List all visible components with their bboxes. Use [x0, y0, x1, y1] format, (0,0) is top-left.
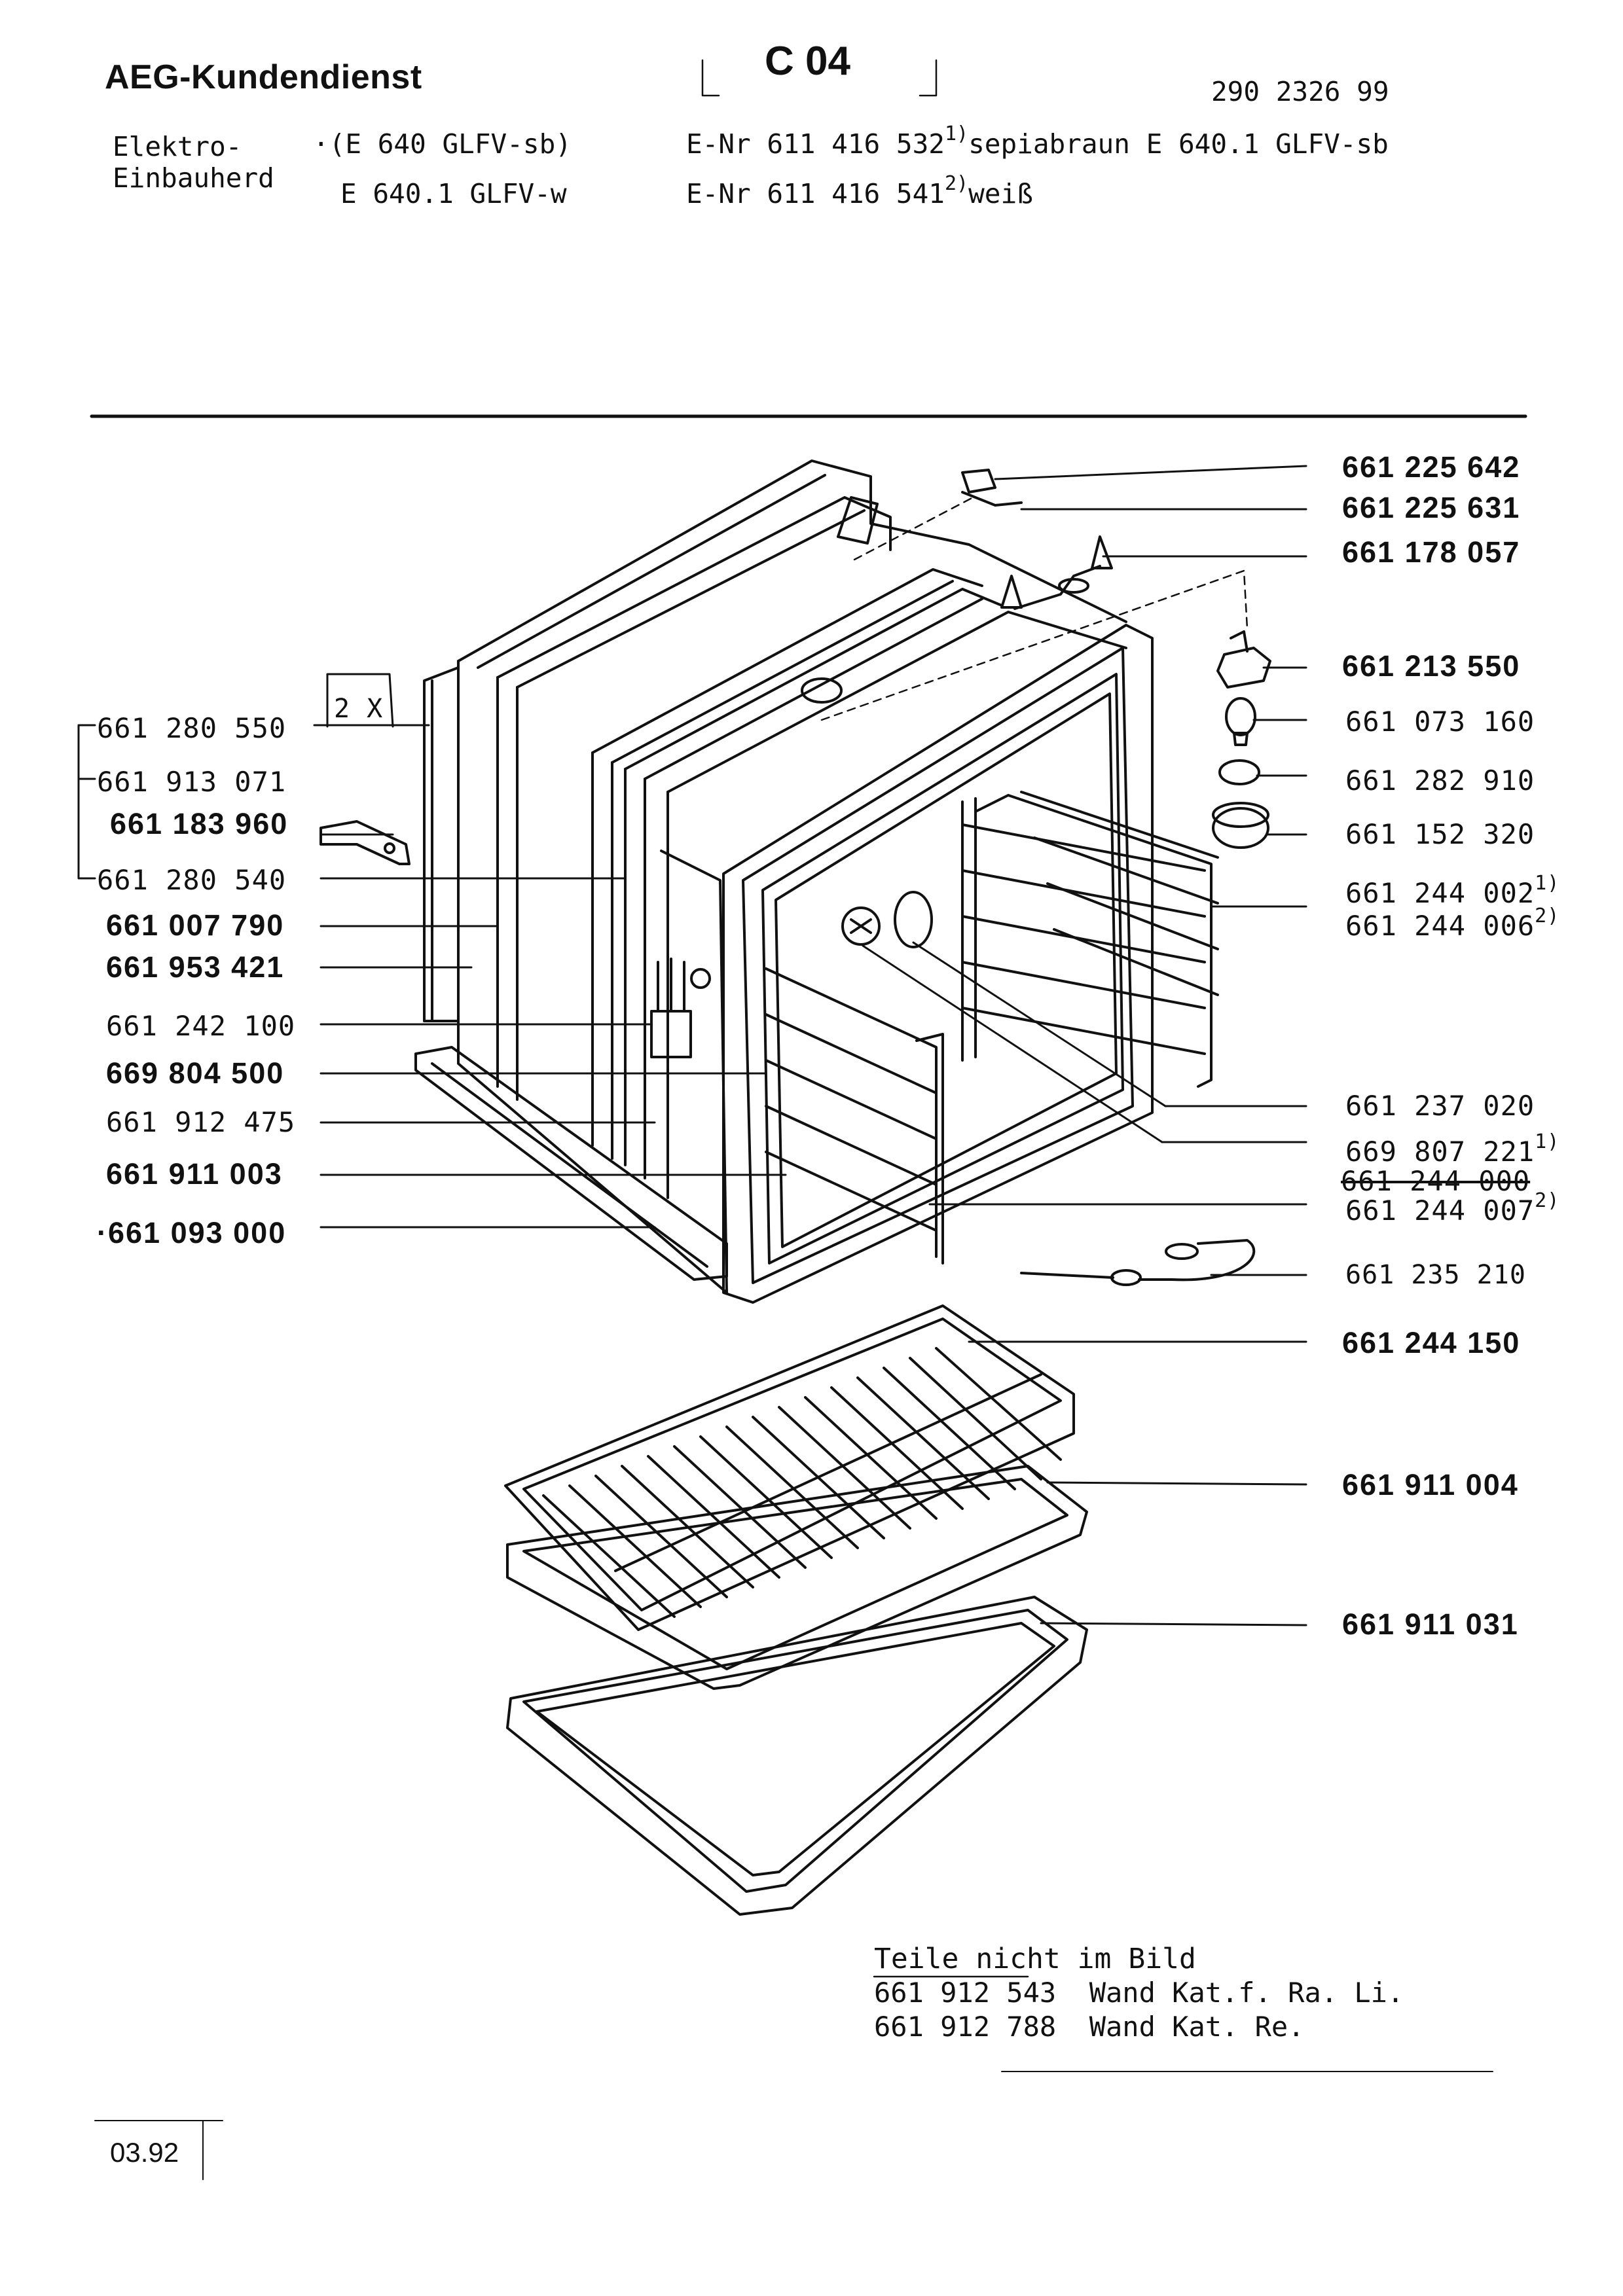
- part-number-left-8: 669 804 500: [106, 1056, 285, 1090]
- not-shown-title: Teile nicht im Bild: [874, 1943, 1196, 1975]
- part-number-right-1: 661 225 642: [1342, 450, 1521, 484]
- product-type-line2: Einbauherd: [113, 162, 274, 194]
- part-number-right-15: 661 911 031: [1342, 1607, 1519, 1641]
- part-number-right-10-text: 669 807 221: [1345, 1136, 1535, 1168]
- part-number-right-8a-footnote: 1): [1535, 872, 1560, 895]
- not-shown-row-1-part: 661 912 543: [874, 1977, 1057, 2009]
- code-bracket-left: [701, 59, 720, 97]
- part-number-left-4: 661 280 540: [97, 864, 287, 896]
- enr-line1: E-Nr 611 416 5321)sepiabraun E 640.1 GLF…: [686, 122, 1389, 160]
- not-shown-row-2-part: 661 912 788: [874, 2011, 1057, 2043]
- model-line2: E 640.1 GLFV-w: [340, 178, 567, 209]
- baking-tray: [506, 1465, 1088, 1690]
- part-number-right-11a: 661 244 000: [1341, 1165, 1531, 1197]
- part-number-left-11: ·661 093 000: [97, 1216, 287, 1249]
- part-number-left-9: 661 912 475: [106, 1106, 296, 1138]
- enamel-pan: [506, 1596, 1088, 1916]
- part-number-right-12: 661 235 210: [1345, 1260, 1526, 1290]
- enr-line1-variant: sepiabraun E 640.1 GLFV-sb: [968, 128, 1389, 160]
- part-number-right-10-footnote: 1): [1535, 1130, 1560, 1153]
- part-number-right-7: 661 152 320: [1345, 818, 1535, 850]
- part-number-right-9: 661 237 020: [1345, 1090, 1535, 1122]
- part-number-right-5: 661 073 160: [1345, 706, 1535, 738]
- meat-probe: [1020, 1239, 1256, 1286]
- part-number-left-1: 661 280 550: [97, 712, 287, 744]
- dashed-guide-bracket: [853, 495, 977, 561]
- oven-housing: [319, 459, 1219, 1304]
- part-number-right-8b: 661 244 0062): [1345, 905, 1559, 942]
- part-number-right-11b-text: 661 244 007: [1345, 1194, 1535, 1227]
- part-number-right-8b-footnote: 2): [1535, 905, 1560, 927]
- enr-line1-footnote: 1): [944, 122, 969, 145]
- part-number-left-2: 661 913 071: [97, 766, 287, 798]
- part-number-right-2: 661 225 631: [1342, 491, 1521, 524]
- leader-lines-right: [862, 465, 1307, 1626]
- leader-lines-left: [77, 673, 787, 1229]
- part-number-right-10: 669 807 2211): [1345, 1130, 1559, 1168]
- section-code: C 04: [765, 39, 850, 84]
- code-bracket-right: [919, 59, 938, 97]
- enr-line1-number: E-Nr 611 416 532: [686, 128, 945, 160]
- part-number-left-10: 661 911 003: [106, 1157, 283, 1191]
- part-number-right-14: 661 911 004: [1342, 1468, 1519, 1501]
- enr-line2: E-Nr 611 416 5412)weiß: [686, 172, 1033, 209]
- model-line1: ·(E 640 GLFV-sb): [313, 128, 572, 160]
- dashed-guide-lamp: [820, 569, 1249, 721]
- part-number-left-5: 661 007 790: [106, 908, 285, 942]
- enr-line2-number: E-Nr 611 416 541: [686, 178, 945, 209]
- part-number-left-6: 661 953 421: [106, 950, 285, 984]
- part-number-right-8b-text: 661 244 006: [1345, 910, 1535, 942]
- part-number-right-13: 661 244 150: [1342, 1326, 1521, 1359]
- not-shown-row-1: 661 912 543 Wand Kat.f. Ra. Li.: [874, 1977, 1404, 2009]
- oven-lamp-assembly: [1212, 630, 1271, 849]
- part-number-right-3: 661 178 057: [1342, 535, 1521, 569]
- not-shown-row-2-desc: Wand Kat. Re.: [1089, 2011, 1305, 2043]
- not-shown-row-2: 661 912 788 Wand Kat. Re.: [874, 2011, 1304, 2043]
- part-number-right-6: 661 282 910: [1345, 764, 1535, 797]
- part-number-left-7: 661 242 100: [106, 1010, 296, 1042]
- part-number-right-11b-footnote: 2): [1535, 1189, 1560, 1212]
- part-number-right-11b: 661 244 0072): [1345, 1189, 1559, 1227]
- part-number-right-4: 661 213 550: [1342, 649, 1521, 683]
- part-number-left-3: 661 183 960: [110, 807, 289, 840]
- brand-title: AEG-Kundendienst: [105, 58, 422, 96]
- part-number-right-8a: 661 244 0021): [1345, 872, 1559, 909]
- enr-line2-footnote: 2): [944, 172, 969, 195]
- quantity-note: 2 X: [334, 694, 384, 724]
- enr-line2-variant: weiß: [968, 178, 1033, 209]
- product-type-line1: Elektro-: [113, 131, 242, 162]
- document-number: 290 2326 99: [1211, 76, 1389, 107]
- wire-shelf: [504, 1304, 1075, 1631]
- part-number-right-8a-text: 661 244 002: [1345, 877, 1535, 909]
- revision-date: 03.92: [110, 2137, 179, 2168]
- not-shown-row-1-desc: Wand Kat.f. Ra. Li.: [1089, 1977, 1404, 2009]
